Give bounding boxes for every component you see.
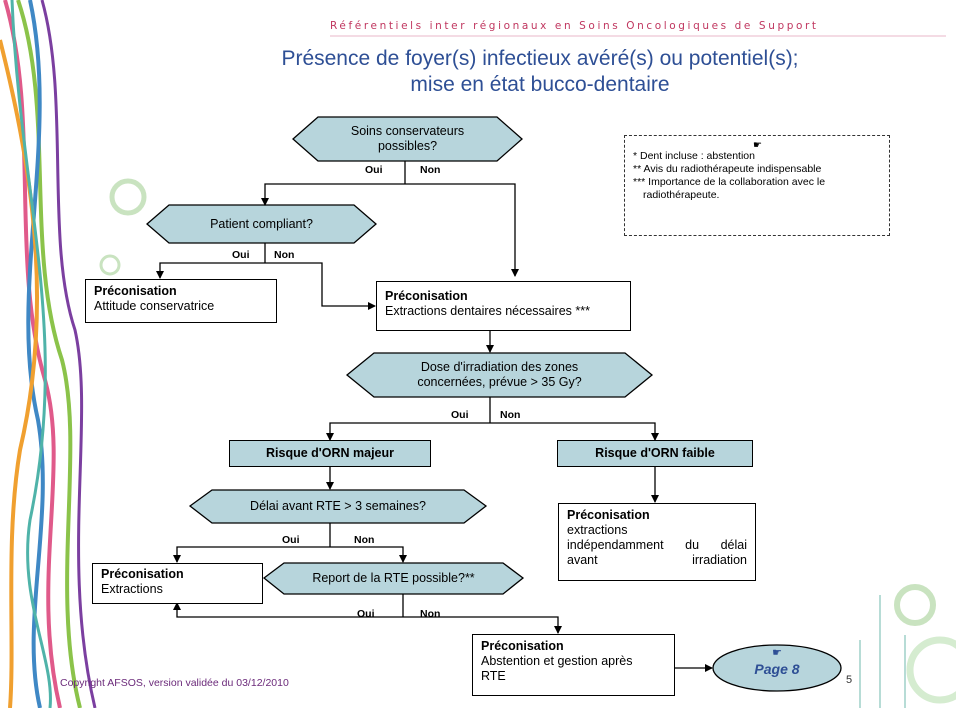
decision-dose-irradiation [345, 352, 654, 398]
pointing-hand-icon: ☛ [772, 647, 782, 659]
label-non: Non [500, 409, 521, 421]
label-non: Non [420, 608, 441, 620]
recommendation-line: RTE [481, 669, 506, 683]
decision-soins-text: Soins conservateurs possibles? [318, 117, 497, 161]
decorative-circle [894, 584, 936, 626]
decision-soins-line2: possibles? [377, 139, 438, 153]
decorative-circle [109, 178, 147, 216]
title-line-2: mise en état bucco-dentaire [410, 73, 670, 96]
decision-dose-line2: concernées, prévue > 35 Gy? [417, 375, 582, 389]
decision-delai-rte [188, 489, 488, 524]
note-item: radiothérapeute. [643, 189, 720, 201]
label-non: Non [354, 534, 375, 546]
recommendation-title: Préconisation [481, 639, 564, 653]
connectors [156, 161, 713, 672]
page-title: Présence de foyer(s) infectieux avéré(s)… [200, 46, 880, 98]
decorative-circle [906, 636, 956, 704]
decision-dose-line1: Dose d'irradiation des zones [420, 360, 579, 374]
risk-orn-faible: Risque d'ORN faible [557, 440, 753, 467]
recommendation-line: Abstention et gestion après [481, 654, 633, 668]
label-oui: Oui [451, 409, 469, 421]
page-link-ellipse [712, 644, 842, 692]
recommendation-title: Préconisation [94, 284, 177, 298]
title-line-1: Présence de foyer(s) infectieux avéré(s)… [281, 47, 799, 70]
label-non: Non [420, 164, 441, 176]
recommendation-extractions-necessaires: Préconisation Extractions dentaires néce… [376, 281, 631, 331]
pointing-hand-icon: ☛ [753, 140, 762, 151]
recommendation-extractions-independamment: Préconisation extractions indépendamment… [558, 503, 756, 581]
decision-delai-text: Délai avant RTE > 3 semaines? [250, 499, 426, 513]
label-oui: Oui [357, 608, 375, 620]
recommendation-text: Extractions dentaires nécessaires *** [385, 304, 590, 318]
recommendation-attitude-conservatrice: Préconisation Attitude conservatrice [85, 279, 277, 323]
recommendation-text: Extractions [101, 582, 163, 596]
label-oui: Oui [232, 249, 250, 261]
decision-report-text: Report de la RTE possible?** [312, 571, 475, 585]
recommendation-line: extractions [567, 523, 628, 537]
recommendation-title: Préconisation [567, 508, 650, 522]
label-oui: Oui [365, 164, 383, 176]
notes-box: ☛ * Dent incluse : abstention ** Avis du… [624, 135, 890, 236]
decision-soins-line1: Soins conservateurs [350, 124, 465, 138]
label-oui: Oui [282, 534, 300, 546]
decorative-swirls [0, 0, 97, 708]
recommendation-text: Attitude conservatrice [94, 299, 215, 313]
recommendation-title: Préconisation [385, 289, 468, 303]
decision-soins-conservateurs [292, 116, 523, 162]
recommendation-title: Préconisation [101, 567, 184, 581]
decorative-circle [99, 254, 121, 276]
decision-compliant-text: Patient compliant? [210, 216, 313, 231]
recommendation-abstention: Préconisation Abstention et gestion aprè… [472, 634, 675, 696]
decision-dose-text: Dose d'irradiation des zones concernées,… [374, 353, 625, 397]
note-item: *** Importance de la collaboration avec … [633, 176, 826, 188]
header-banner: Référentiels inter régionaux en Soins On… [330, 20, 819, 32]
decision-report-rte [262, 562, 525, 595]
page-link-label[interactable]: Page 8 [754, 661, 800, 677]
decision-patient-compliant [146, 204, 377, 244]
footer-copyright: Copyright AFSOS, version validée du 03/1… [60, 677, 289, 689]
note-item: * Dent incluse : abstention [633, 150, 755, 162]
page-number: 5 [846, 674, 853, 686]
label-non: Non [274, 249, 295, 261]
recommendation-line: indépendamment du délai [567, 538, 747, 552]
recommendation-line: avant irradiation [567, 553, 747, 567]
recommendation-extractions: Préconisation Extractions [92, 563, 263, 604]
risk-orn-majeur: Risque d'ORN majeur [229, 440, 431, 467]
note-item: ** Avis du radiothérapeute indispensable [633, 163, 822, 175]
